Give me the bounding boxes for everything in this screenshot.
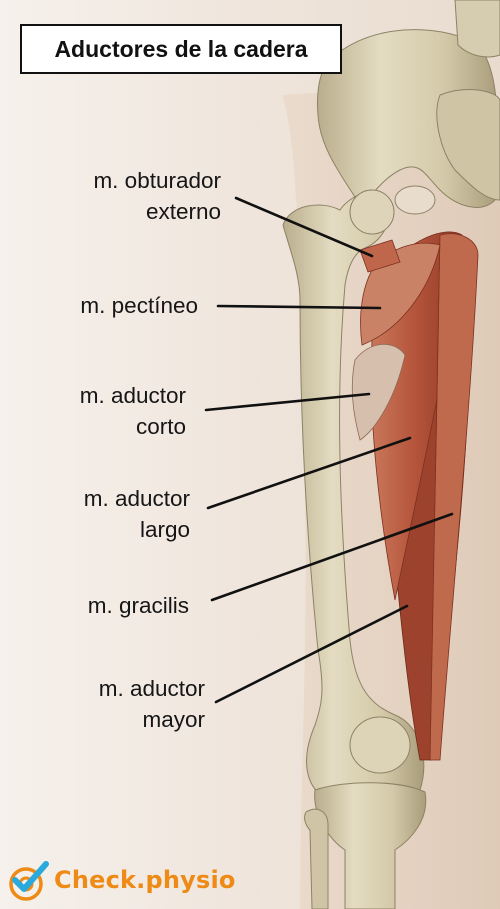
patella-bone	[349, 716, 411, 774]
label-line: m. aductor	[79, 383, 186, 408]
label-aductor-largo: m. aductor largo	[84, 483, 190, 545]
label-line: m. aductor	[98, 676, 205, 701]
femoral-head	[349, 189, 395, 235]
sacrum-bone	[436, 89, 500, 201]
leader-aductor-mayor	[214, 604, 409, 704]
adductor-brevis-muscle	[351, 343, 406, 441]
label-line: m. aductor	[83, 486, 190, 511]
brand-logo: Check.physio	[6, 856, 236, 904]
label-line: m. gracilis	[87, 593, 189, 618]
label-line: m. pectíneo	[80, 293, 198, 318]
gracilis-muscle	[429, 233, 479, 761]
obturator-foramen	[394, 185, 436, 215]
leader-lines	[204, 196, 454, 704]
label-line: m. obturador	[93, 168, 221, 193]
label-line: corto	[135, 414, 186, 439]
label-obturador-externo: m. obturador externo	[93, 165, 221, 227]
label-line: largo	[139, 517, 190, 542]
leader-pectineo	[216, 304, 382, 310]
leader-aductor-corto	[204, 392, 371, 412]
pectineus-muscle	[360, 242, 441, 346]
diagram-title: Aductores de la cadera	[54, 35, 308, 62]
brand-logo-text: Check.physio	[54, 866, 236, 894]
leader-gracilis	[210, 512, 454, 602]
title-box: Aductores de la cadera	[20, 24, 342, 74]
label-gracilis: m. gracilis	[88, 590, 189, 621]
fibula-bone	[304, 808, 329, 909]
label-line: mayor	[142, 707, 205, 732]
label-aductor-mayor: m. aductor mayor	[99, 673, 205, 735]
obturator-externus-muscle	[359, 239, 401, 273]
label-pectineo: m. pectíneo	[80, 290, 198, 321]
label-line: externo	[145, 199, 221, 224]
label-aductor-corto: m. aductor corto	[80, 380, 186, 442]
leader-obturador	[234, 196, 374, 258]
leader-aductor-largo	[206, 436, 412, 510]
spine-bone	[454, 0, 500, 58]
checkmark-target-icon	[9, 861, 49, 901]
